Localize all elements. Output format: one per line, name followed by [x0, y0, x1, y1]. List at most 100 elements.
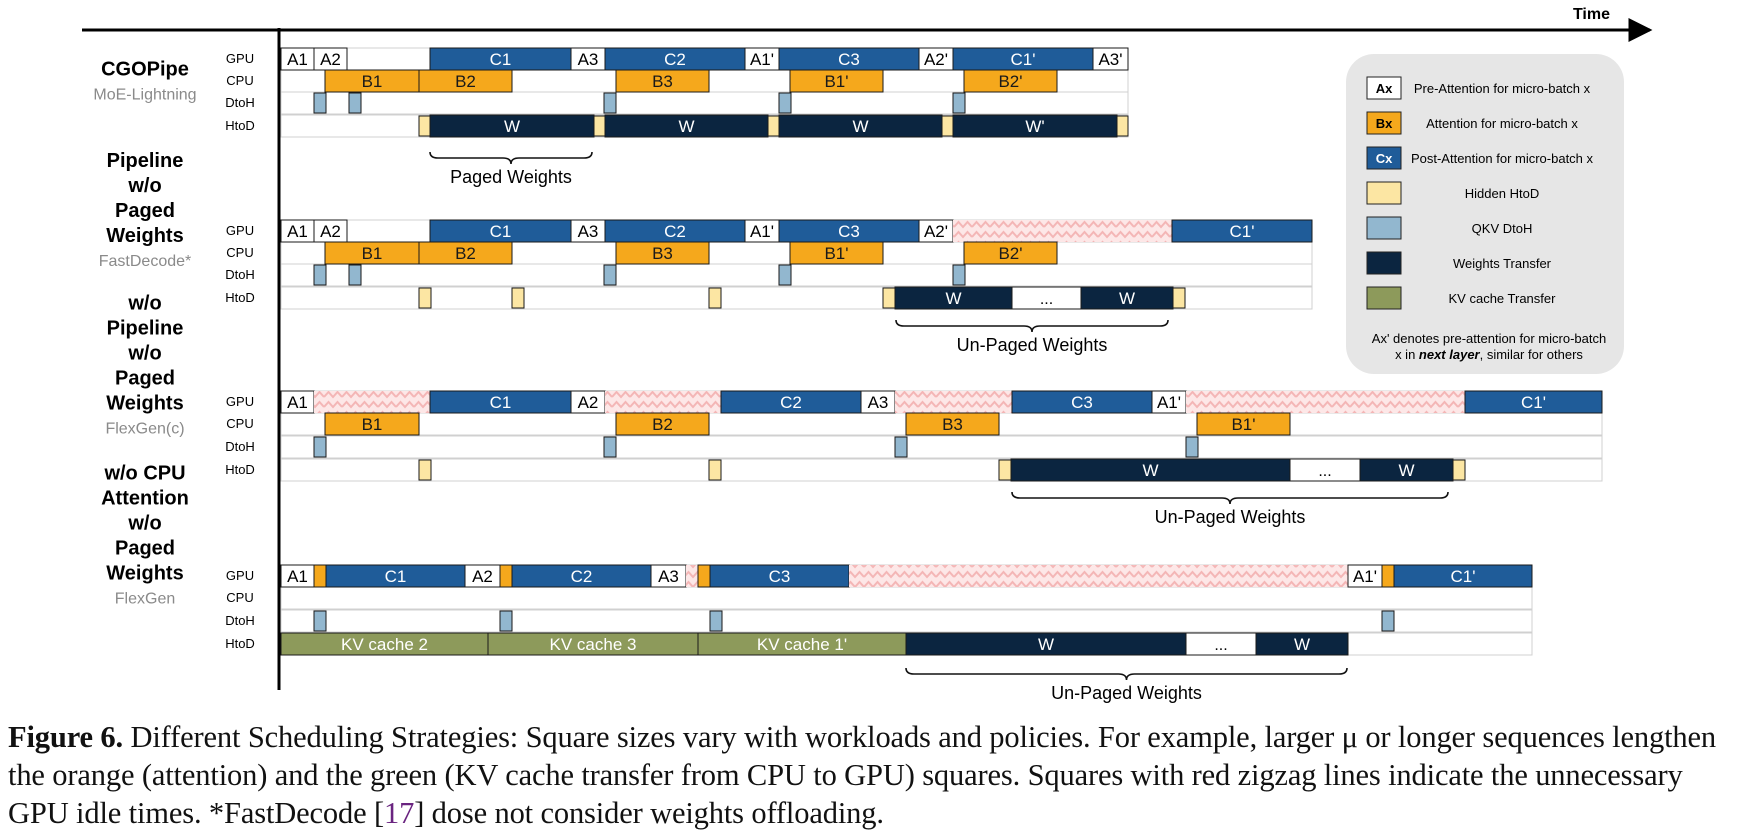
pre-attention-label: A3 [578, 50, 599, 69]
weights-brace [905, 667, 1348, 681]
lane-label: CPU [226, 416, 253, 431]
strategy-title: Paged [115, 200, 175, 222]
hidden-htod-block [882, 287, 896, 309]
caption-citation[interactable]: 17 [384, 796, 415, 830]
pre-attention-label: A3 [578, 222, 599, 241]
attention-label: B1' [1231, 415, 1255, 434]
qkv-dtoh-block [1185, 436, 1199, 458]
weights-brace [1011, 491, 1449, 505]
post-attention-label: C1' [1451, 567, 1476, 586]
legend-label: Pre-Attention for micro-batch x [1414, 81, 1591, 96]
weights-transfer-label: W [1142, 461, 1158, 480]
lane-label: GPU [226, 51, 254, 66]
pre-attention-label: A2' [924, 50, 948, 69]
attention-label: B1 [362, 415, 383, 434]
attention-block [789, 241, 884, 265]
post-attention-block [1171, 219, 1313, 243]
post-attention-label: C3 [1071, 393, 1093, 412]
gpu-idle-block [953, 220, 1172, 242]
lane-track [280, 586, 1533, 610]
weights-brace [895, 319, 1169, 333]
gpu-idle-block [1186, 391, 1465, 413]
figure-caption: Figure 6. Different Scheduling Strategie… [8, 718, 1736, 832]
weights-transfer-label: W [852, 117, 868, 136]
attention-label: B1' [824, 244, 848, 263]
post-attention-label: C1' [1521, 393, 1546, 412]
qkv-dtoh-block [952, 92, 966, 114]
hidden-htod-block [1116, 115, 1129, 137]
legend-label: Post-Attention for micro-batch x [1411, 151, 1594, 166]
qkv-dtoh-block [894, 436, 908, 458]
legend-label: Weights Transfer [1453, 256, 1552, 271]
attention-block [1196, 412, 1291, 436]
qkv-dtoh-block [313, 610, 327, 632]
weights-transfer-block [1255, 632, 1349, 656]
hidden-htod-block [1172, 287, 1186, 309]
qkv-dtoh-block [348, 92, 362, 114]
hidden-htod-block [998, 459, 1012, 481]
qkv-dtoh-block [313, 92, 327, 114]
qkv-dtoh-block [952, 264, 966, 286]
attention-label: B2 [455, 72, 476, 91]
strategy-system: FastDecode* [99, 253, 192, 270]
weights-transfer-label: W [945, 289, 961, 308]
time-axis-label: Time [1573, 6, 1610, 23]
post-attention-label: C3 [838, 50, 860, 69]
strategy-title: Weights [106, 563, 183, 585]
post-attention-label: C1' [1011, 50, 1036, 69]
legend-label: Attention for micro-batch x [1426, 116, 1578, 131]
legend-swatch [1366, 251, 1402, 275]
lane-label: GPU [226, 223, 254, 238]
hidden-htod-block [418, 459, 432, 481]
lane-track [280, 435, 1603, 459]
weights-transfer-label: W [1119, 289, 1135, 308]
brace-label: Paged Weights [450, 167, 572, 187]
caption-text-end: ] dose not consider weights offloading. [414, 796, 884, 830]
pre-attention-label: A1 [287, 222, 308, 241]
strategy-title: w/o CPU [103, 463, 185, 485]
lane-label: DtoH [225, 95, 255, 110]
pre-attention-label: A2' [924, 222, 948, 241]
pre-attention-label: A3 [868, 393, 889, 412]
strategy-system: FlexGen(c) [105, 421, 184, 438]
lane-label: GPU [226, 568, 254, 583]
hidden-htod-block [418, 115, 431, 137]
lane-track [280, 263, 1313, 287]
strategy-title: w/o [127, 513, 161, 535]
attention-label: B3 [652, 244, 673, 263]
gpu-idle-block [849, 565, 1348, 587]
lane-label: DtoH [225, 267, 255, 282]
post-attention-label: C2 [780, 393, 802, 412]
attention-label: B2' [998, 72, 1022, 91]
strategy-title: Paged [115, 368, 175, 390]
strategy-title: w/o [127, 175, 161, 197]
hidden-htod-block [708, 287, 722, 309]
qkv-dtoh-block [499, 610, 513, 632]
kv-cache-transfer-label: KV cache 2 [341, 635, 428, 654]
post-attention-label: C1 [385, 567, 407, 586]
legend-label: Hidden HtoD [1465, 186, 1539, 201]
pre-attention-label: A1' [750, 222, 774, 241]
attention-label: B1 [362, 72, 383, 91]
attention-block [1381, 564, 1395, 588]
lane-label: CPU [226, 245, 253, 260]
weights-transfer-label: W [504, 117, 520, 136]
legend-swatch [1366, 76, 1402, 100]
hidden-htod-block [767, 115, 780, 137]
hidden-htod-block [593, 115, 606, 137]
strategy-label-layer: GPUCPUDtoHHtoDGPUCPUDtoHHtoDGPUCPUDtoHHt… [93, 51, 254, 651]
gpu-idle-block [605, 391, 721, 413]
strategy-title: CGOPipe [101, 59, 189, 81]
post-attention-label: C1 [490, 393, 512, 412]
attention-block [905, 412, 1000, 436]
post-attention-block [1464, 390, 1603, 414]
strategy-title: w/o [127, 343, 161, 365]
legend-swatch-label: Cx [1376, 151, 1393, 166]
pre-attention-label: A3 [658, 567, 679, 586]
attention-label: B2 [652, 415, 673, 434]
pre-attention-label: A1 [287, 567, 308, 586]
post-attention-label: C1 [490, 50, 512, 69]
